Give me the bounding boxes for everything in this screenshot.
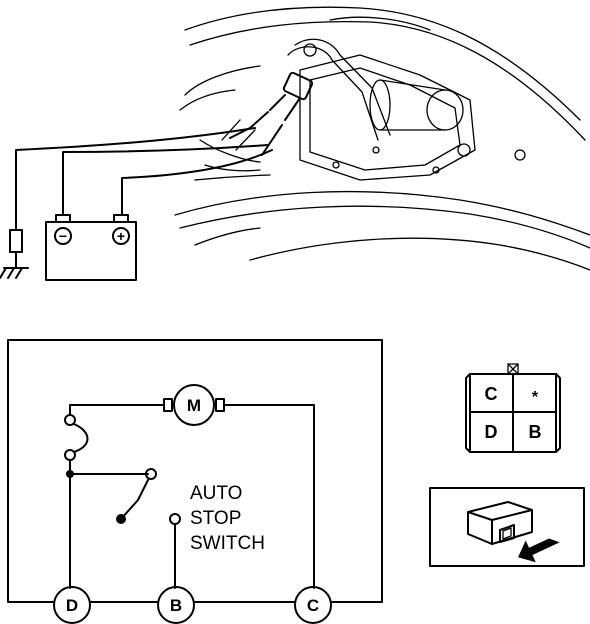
switch-contact-lower (169, 513, 181, 525)
connector-pin-b: B (529, 422, 542, 442)
connector-pin-star: * (532, 389, 539, 406)
terminal-b-label: B (170, 596, 182, 615)
switch-contact-upper (145, 468, 157, 480)
switch-label-line3: SWITCH (190, 533, 265, 554)
battery-positive-symbol: + (117, 228, 125, 244)
connector-pin-c: C (485, 384, 498, 404)
motor-label: M (187, 396, 201, 415)
connector-pin-d: D (485, 422, 498, 442)
arrow-icon (518, 538, 560, 563)
battery-negative-terminal (54, 227, 72, 245)
engine-bay-illustration (174, 6, 590, 271)
harness-connector (269, 71, 314, 121)
connector-view-icon (429, 487, 585, 567)
contact-upper (64, 414, 76, 426)
battery-positive-terminal (112, 227, 130, 245)
battery-icon: − + (45, 214, 137, 281)
switch-label-line1: AUTO (190, 483, 242, 504)
terminal-d (53, 586, 91, 624)
lock-icon (507, 363, 519, 375)
motor-circuit-schematic: M AUTO STOP SWITCH D B C (7, 339, 383, 624)
battery-negative-symbol: − (59, 228, 67, 244)
terminal-c-label: C (307, 596, 319, 615)
test-leads (15, 127, 273, 231)
fuse-icon (9, 229, 23, 269)
terminal-b (157, 586, 195, 624)
contact-lower (64, 449, 76, 461)
terminal-d-label: D (66, 596, 78, 615)
motor-icon (173, 384, 215, 426)
connector-face-icon: C * D B (465, 363, 561, 453)
terminal-c (294, 586, 332, 624)
ground-icon (0, 267, 29, 279)
switch-label-line2: STOP (190, 508, 241, 529)
